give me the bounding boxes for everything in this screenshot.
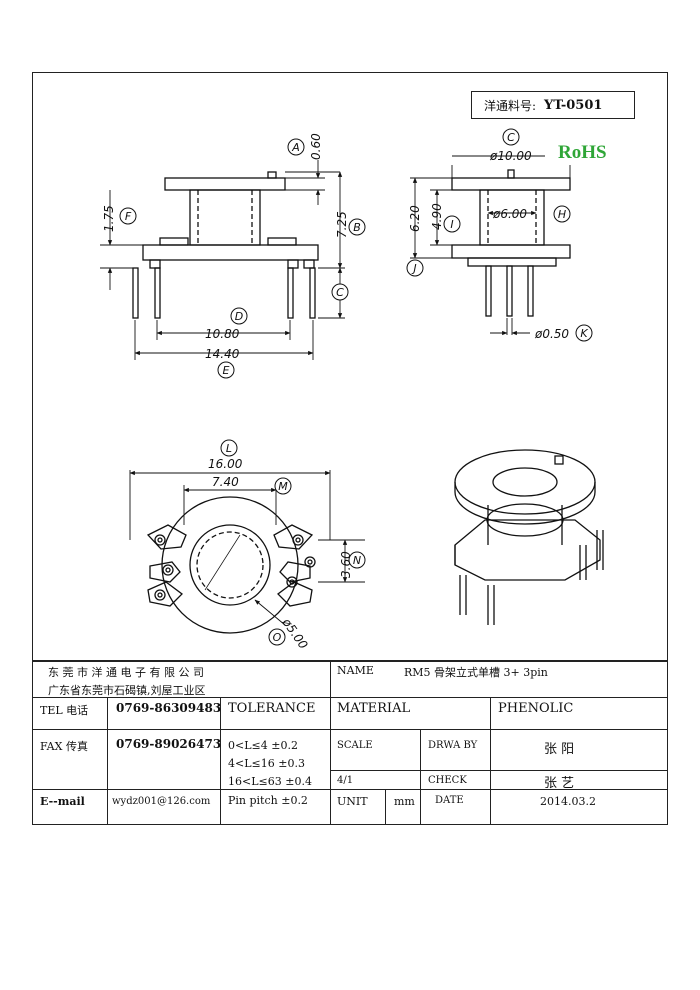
label-f: F	[125, 210, 132, 223]
fax-value: 0769-89026473	[116, 737, 222, 751]
label-a: A	[291, 141, 300, 154]
email-value: wydz001@126.com	[112, 796, 211, 807]
name-label: NAME	[337, 664, 374, 677]
front-view	[132, 171, 319, 319]
company-name: 东 莞 市 洋 通 电 子 有 限 公 司	[48, 666, 204, 679]
dim-10-00: ø10.00	[489, 149, 532, 163]
tel-label: TEL 电话	[40, 704, 89, 717]
material-label: MATERIAL	[337, 701, 411, 716]
part-number-box: 洋通料号: YT-0501	[471, 91, 635, 119]
dim-6-20: 6.20	[408, 205, 422, 232]
dim-16-00: 16.00	[208, 457, 243, 471]
date-label: DATE	[435, 795, 464, 806]
dim-10-80: 10.80	[205, 327, 240, 341]
label-i: I	[450, 218, 453, 231]
dim-4-90: 4.90	[430, 203, 444, 230]
name-value: RM5 骨架立式单槽 3+ 3pin	[404, 666, 548, 679]
check-label: CHECK	[428, 775, 467, 786]
label-c: C	[336, 286, 344, 299]
top-view	[146, 496, 316, 634]
drawby-value: 张 阳	[544, 742, 575, 757]
label-g: C	[507, 131, 515, 144]
tolerance-row-1: 0<L≤4 ±0.2	[228, 739, 298, 752]
label-j: J	[411, 262, 416, 275]
email-label: E--mail	[40, 795, 85, 808]
check-value: 张 艺	[544, 776, 575, 791]
tolerance-row-3: 16<L≤63 ±0.4	[228, 775, 312, 788]
label-b: B	[353, 221, 361, 234]
tolerance-label: TOLERANCE	[228, 701, 316, 716]
fax-label: FAX 传真	[40, 740, 88, 753]
dim-0-60: 0.60	[309, 133, 323, 160]
tolerance-row-2: 4<L≤16 ±0.3	[228, 757, 305, 770]
label-o: O	[273, 631, 282, 644]
label-l: L	[226, 442, 232, 455]
dim-14-40: 14.40	[205, 347, 240, 361]
dim-7-25: 7.25	[335, 211, 349, 238]
tolerance-row-4: Pin pitch ±0.2	[228, 794, 308, 807]
unit-value: mm	[394, 795, 415, 808]
label-n: N	[353, 554, 361, 567]
label-k: K	[580, 327, 588, 340]
dim-3-60: 3.60	[339, 551, 353, 578]
label-m: M	[278, 480, 288, 493]
tel-value: 0769-86309483	[116, 701, 222, 715]
label-e: E	[223, 364, 230, 377]
dim-6-00: ø6.00	[492, 207, 527, 221]
company-address: 广东省东莞市石碣镇,刘屋工业区	[48, 684, 206, 697]
date-value: 2014.03.2	[540, 795, 596, 808]
isometric-view	[454, 449, 604, 625]
scale-label: SCALE	[337, 740, 373, 751]
dim-0-50: ø0.50	[534, 327, 569, 341]
part-number-label: 洋通料号:	[484, 98, 537, 113]
label-h: H	[558, 208, 566, 221]
dim-7-40: 7.40	[212, 475, 239, 489]
side-view	[451, 169, 571, 317]
unit-label: UNIT	[337, 795, 368, 808]
dim-1-75: 1.75	[102, 205, 116, 232]
title-block: 东 莞 市 洋 通 电 子 有 限 公 司 广东省东莞市石碣镇,刘屋工业区 NA…	[32, 660, 668, 825]
label-d: D	[235, 310, 243, 323]
rohs-mark: RoHS	[558, 142, 607, 163]
part-number: YT-0501	[544, 97, 603, 113]
material-value: PHENOLIC	[498, 701, 574, 716]
drawby-label: DRWA BY	[428, 740, 478, 751]
scale-value: 4/1	[337, 775, 354, 786]
